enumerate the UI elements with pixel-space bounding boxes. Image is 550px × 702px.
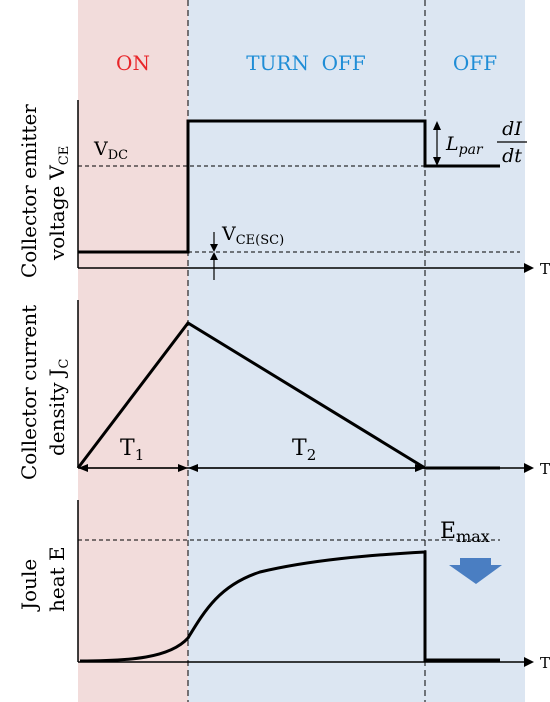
t1-symbol: T (120, 436, 135, 461)
vdc-symbol: V (93, 138, 108, 160)
voltage-panel: T VDC VCE(SC) Lpar dI dt Collector emitt… (17, 100, 550, 280)
voltage-y-label-line2: voltage VCE (45, 146, 72, 261)
heat-y-label-line2: heat E (45, 546, 69, 612)
current-time-label: T (540, 460, 550, 478)
current-y-label-subscript: C (57, 358, 72, 368)
vce-sc-label: VCE(SC) (221, 223, 284, 248)
current-y-label-line2: density JC (45, 358, 72, 456)
emax-label: Emax (440, 519, 490, 546)
heat-waveform (79, 550, 500, 663)
t2-label: T2 (292, 436, 316, 464)
didt-denominator: dt (502, 145, 522, 167)
t1-subscript: 1 (135, 446, 145, 464)
phase-label-turn-off: TURN OFF (246, 51, 366, 75)
heat-y-label-line1: Joule (17, 559, 41, 612)
voltage-y-label-symbol: V (45, 165, 69, 181)
emax-reduction-arrow (449, 558, 502, 584)
vce-sc-up-arrowhead (210, 252, 218, 260)
current-panel: T T1 T2 Collector current densityJC (17, 300, 550, 480)
lpar-label: Lpar (445, 133, 484, 158)
vce-sc-symbol: V (221, 223, 236, 245)
t1-arrowhead-left (78, 464, 88, 472)
t2-symbol: T (292, 436, 307, 461)
current-waveform (76, 321, 500, 470)
t2-subscript: 2 (307, 446, 317, 464)
heat-time-label: T (540, 654, 550, 672)
vce-sc-subscript: CE(SC) (236, 233, 284, 248)
heat-panel: T Emax Joule heat E (17, 500, 550, 672)
vdc-subscript: DC (108, 148, 128, 163)
phase-label-on: ON (116, 51, 150, 75)
t2-arrowhead-left (188, 464, 198, 472)
t1-arrowhead-right (178, 464, 188, 472)
voltage-waveform (78, 119, 500, 254)
current-y-label-word: density (45, 382, 69, 456)
current-x-axis-arrowhead (524, 463, 534, 473)
voltage-y-label-line1: Collector emitter (17, 104, 41, 278)
off-phase-region (425, 0, 525, 702)
voltage-y-label-word: voltage (45, 186, 69, 261)
turn-off-phase-region (188, 0, 425, 702)
overshoot-arrowhead-bottom (433, 157, 441, 166)
emax-subscript: max (456, 527, 490, 546)
on-phase-region (78, 0, 188, 702)
phase-label-off: OFF (453, 51, 497, 75)
lpar-symbol: L (445, 133, 459, 155)
current-y-label-line1: Collector current (17, 305, 41, 480)
current-y-label-symbol: J (45, 368, 69, 378)
t1-label: T1 (120, 436, 144, 464)
vdc-label: VDC (93, 138, 128, 163)
voltage-x-axis-arrowhead (524, 263, 534, 273)
emax-symbol: E (440, 519, 456, 544)
heat-x-axis-arrowhead (524, 657, 534, 667)
didt-numerator: dI (502, 118, 522, 140)
voltage-time-label: T (540, 260, 550, 278)
lpar-subscript: par (459, 142, 484, 158)
t2-arrowhead-right (415, 464, 425, 472)
overshoot-arrowhead-top (433, 121, 441, 130)
vce-sc-down-arrowhead (210, 244, 218, 252)
voltage-y-label-subscript: CE (57, 146, 72, 165)
